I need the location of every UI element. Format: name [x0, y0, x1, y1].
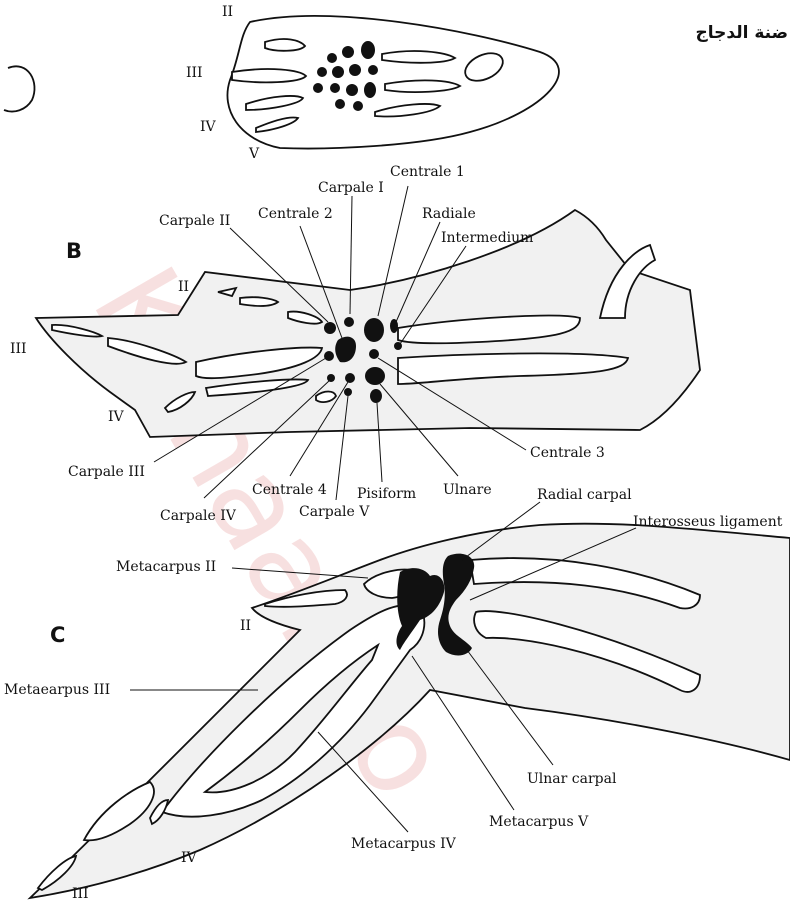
label-intermedium: Intermedium: [441, 230, 533, 246]
panel-a-digit-label: III: [186, 65, 203, 81]
label-centrale-1: Centrale 1: [390, 164, 465, 180]
label-metacarpus-2: Metacarpus II: [116, 559, 216, 575]
panel-a-digit-iii-bone: [232, 69, 306, 82]
label-ulnar-carpal: Ulnar carpal: [527, 771, 617, 787]
panel-a-carpal: [361, 41, 375, 59]
panel-a: II III IV V: [186, 4, 559, 162]
label-centrale-4: Centrale 4: [252, 482, 327, 498]
panel-b: B II III IV: [10, 164, 700, 524]
label-radiale: Radiale: [422, 206, 476, 222]
label-metacarpus-4: Metacarpus IV: [351, 836, 457, 852]
panel-b-carpal-iii-bone: [324, 351, 334, 361]
panel-b-ulnare-bone: [365, 367, 385, 385]
label-radial-carpal: Radial carpal: [537, 487, 632, 503]
panel-c-digit-label: II: [240, 618, 251, 634]
label-carpale-4: Carpale IV: [160, 508, 237, 524]
panel-a-carpal: [342, 46, 354, 58]
panel-a-carpal: [335, 99, 345, 109]
label-carpale-3: Carpale III: [68, 464, 145, 480]
panel-b-centrale-3-bone: [369, 349, 379, 359]
label-metacarpus-5: Metacarpus V: [489, 814, 589, 830]
label-centrale-2: Centrale 2: [258, 206, 333, 222]
panel-b-carpal-i-bone: [344, 317, 354, 327]
panel-a-digit-v-bone: [256, 117, 298, 132]
panel-b-carpal-iv-bone: [327, 374, 335, 382]
panel-c-digit-label: IV: [181, 850, 198, 866]
panel-b-digit-label: III: [10, 341, 27, 357]
panel-a-carpal: [313, 83, 323, 93]
panel-a-ulna: [385, 80, 460, 92]
panel-a-carpal: [346, 84, 358, 96]
panel-a-digit-label: II: [222, 4, 233, 20]
panel-a-digit-label: V: [248, 146, 260, 162]
label-carpale-5: Carpale V: [299, 504, 370, 520]
panel-a-carpal: [332, 66, 344, 78]
panel-b-digit-label: II: [178, 279, 189, 295]
cropped-outline-fragment: [4, 66, 35, 111]
panel-b-centrale-1-bone: [364, 318, 384, 342]
label-ulnare: Ulnare: [443, 482, 492, 498]
panel-a-radius: [382, 51, 455, 63]
panel-a-digit-iv-bone: [246, 96, 303, 110]
label-centrale-3: Centrale 3: [530, 445, 605, 461]
panel-a-carpal: [327, 53, 337, 63]
panel-a-carpal: [368, 65, 378, 75]
panel-b-letter: B: [66, 239, 82, 263]
panel-a-carpal-cluster: [313, 41, 378, 111]
label-pisiform: Pisiform: [357, 486, 416, 502]
panel-b-carpal-ii-bone: [324, 322, 336, 334]
panel-a-elbow-ellipse: [461, 48, 507, 87]
panel-a-digit-ii-bone: [265, 39, 305, 51]
label-interosseus: Interosseus ligament: [633, 514, 783, 530]
panel-b-centrale-4-bone: [345, 373, 355, 383]
label-metacarpus-3: Metaearpus III: [4, 682, 110, 698]
panel-a-carpal: [353, 101, 363, 111]
arabic-title: ضنة الدجاج: [695, 23, 788, 43]
panel-b-carpal-v-dot: [344, 388, 352, 396]
panel-a-ulna-lower: [375, 104, 440, 116]
panel-b-pisiform-bone: [370, 389, 382, 403]
panel-b-digit-label: IV: [108, 409, 125, 425]
label-carpale-2: Carpale II: [159, 213, 230, 229]
panel-a-carpal: [364, 82, 376, 98]
panel-c: C II IV III Radial carpal Interosseus li…: [4, 487, 790, 902]
panel-c-digit-label: III: [72, 886, 89, 902]
label-carpale-1: Carpale I: [318, 180, 384, 196]
panel-a-carpal: [349, 64, 361, 76]
panel-a-carpal: [330, 83, 340, 93]
panel-c-letter: C: [50, 623, 65, 647]
panel-a-carpal: [317, 67, 327, 77]
panel-a-digit-label: IV: [200, 119, 217, 135]
